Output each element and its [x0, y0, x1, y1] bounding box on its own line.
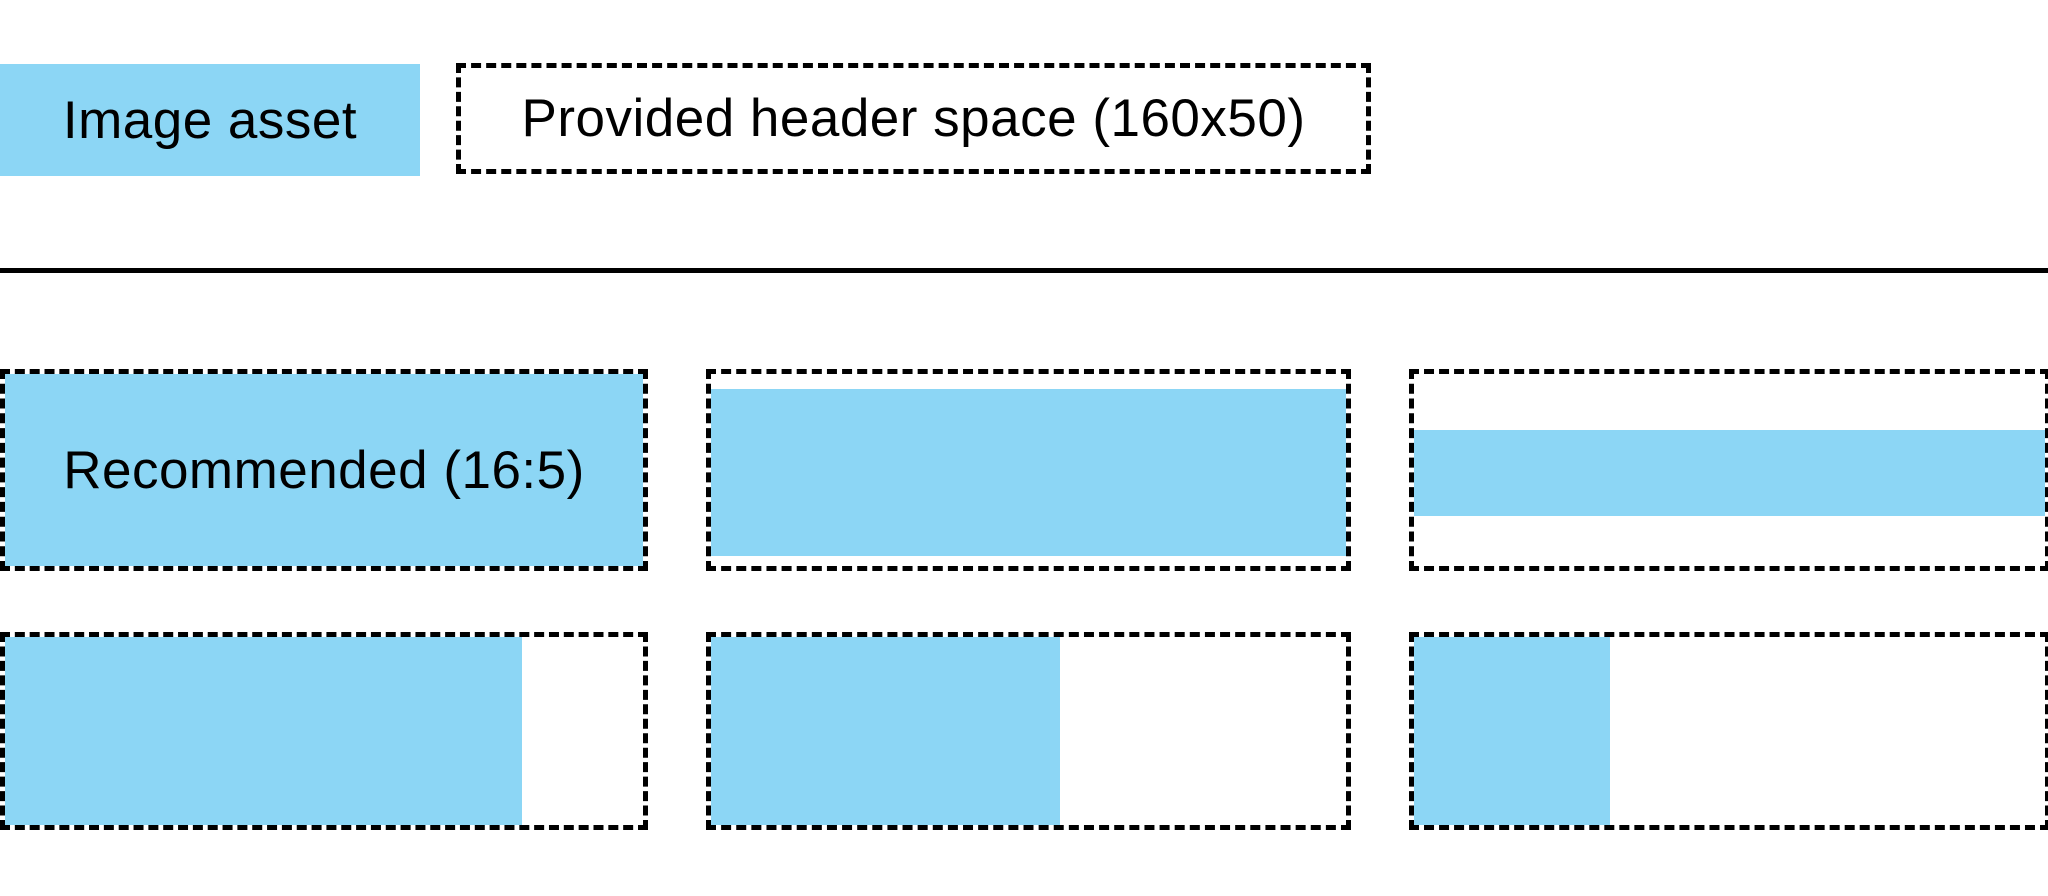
header-space-area — [1414, 374, 2045, 566]
image-asset-fill — [1414, 429, 2045, 517]
recommended-label: Recommended (16:5) — [63, 440, 585, 500]
example-slot-full-height-narrow — [1409, 632, 2048, 830]
header-space-area — [5, 637, 643, 825]
image-asset-fill — [5, 374, 643, 566]
legend-image-asset-label: Image asset — [62, 90, 358, 150]
example-slot-full-height-wide — [0, 632, 648, 830]
example-slot-full-width-slight-gaps — [706, 369, 1351, 571]
example-slot-full-height-medium — [706, 632, 1351, 830]
image-asset-fill — [1414, 637, 1610, 825]
section-divider — [0, 268, 2048, 273]
legend-image-asset-swatch: Image asset — [0, 64, 420, 176]
header-space-area — [711, 637, 1346, 825]
legend-header-space-label: Provided header space (160x50) — [521, 89, 1306, 148]
header-space-area — [711, 374, 1346, 566]
header-space-area — [1414, 637, 2045, 825]
legend-header-space-box: Provided header space (160x50) — [456, 63, 1371, 174]
example-slot-recommended: Recommended (16:5) — [0, 369, 648, 571]
image-asset-fill — [5, 637, 522, 825]
image-asset-fill — [711, 637, 1061, 825]
image-asset-fill — [711, 389, 1346, 557]
example-slot-full-width-thin-band — [1409, 369, 2048, 571]
header-space-area: Recommended (16:5) — [5, 374, 643, 566]
